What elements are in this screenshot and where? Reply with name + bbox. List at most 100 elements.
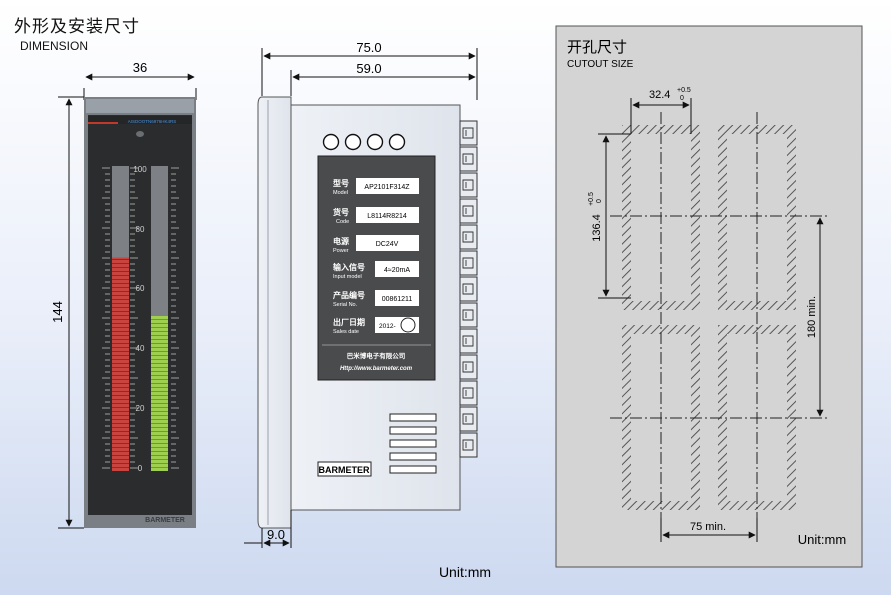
heading-en: DIMENSION [20, 39, 89, 53]
vent-3 [389, 439, 437, 448]
terminal-screw [462, 179, 474, 191]
terminal-blocks [459, 120, 478, 458]
svg-text:型号: 型号 [333, 178, 349, 188]
terminal-screw [462, 283, 474, 295]
terminal-block [459, 302, 478, 328]
side-brand: BARMETER [319, 465, 370, 475]
front-brand: BARMETER [145, 517, 185, 524]
cutout-title-en: CUTOUT SIZE [567, 59, 634, 70]
input-value: 4≈20mA [384, 267, 410, 274]
terminal-block [459, 328, 478, 354]
terminal-block [459, 172, 478, 198]
meter-panel [88, 115, 192, 515]
terminal-screw [462, 127, 474, 139]
model-value: AP2101F314Z [364, 184, 410, 191]
front-height-label: 144 [50, 301, 65, 323]
cutout-panel: 开孔尺寸 CUTOUT SIZE 32.4 [555, 25, 863, 568]
svg-text:Sales date: Sales date [333, 329, 359, 335]
nameplate-row-date: 出厂日期 Sales date 2012- [333, 317, 419, 335]
cutout-height-tol-plus: +0.5 [588, 192, 595, 206]
cutout-width-tol-minus: 0 [680, 95, 684, 102]
nameplate-row-code: 货号 Code L8114R8214 [332, 207, 419, 225]
svg-text:Serial No.: Serial No. [333, 302, 358, 308]
front-width-label: 36 [133, 60, 147, 75]
side-brand-box [317, 461, 372, 477]
scale-label-0: 0 [138, 464, 143, 473]
scale-label-80: 80 [136, 225, 145, 234]
side-bezel [257, 96, 292, 529]
serial-value: 00861211 [382, 296, 413, 303]
svg-text:Input model: Input model [333, 274, 362, 280]
nameplate-row-serial: 产品编号 Serial No. 00861211 [333, 290, 419, 308]
terminal-block [459, 406, 478, 432]
terminal-screw [462, 387, 474, 399]
hole-2 [344, 133, 362, 151]
nameplate-row-input: 输入信号 Input model 4≈20mA [333, 261, 419, 280]
svg-text:输入信号: 输入信号 [333, 262, 365, 272]
green-bar-fill [151, 315, 168, 471]
cutout-width-tol-plus: +0.5 [677, 87, 691, 94]
vent-1 [389, 413, 437, 422]
terminal-block [459, 250, 478, 276]
bezel-depth-label: 9.0 [267, 527, 285, 542]
terminal-block [459, 146, 478, 172]
power-value: DC24V [376, 241, 399, 248]
cutout-title-cn: 开孔尺寸 [567, 39, 627, 56]
cutout-hspacing-label: 75 min. [690, 521, 726, 533]
nameplate-row-power: 电源 Power DC24V [333, 235, 419, 254]
red-bar-fill [112, 257, 129, 471]
svg-text:Model: Model [333, 190, 348, 196]
terminal-screw [462, 231, 474, 243]
terminal-block [459, 276, 478, 302]
hole-4 [388, 133, 406, 151]
vent-2 [389, 426, 437, 435]
scale-ticks [102, 167, 179, 469]
terminal-screw [462, 413, 474, 425]
cutout-unit: Unit:mm [798, 532, 846, 547]
center-lines [610, 112, 830, 525]
terminal-screw [462, 205, 474, 217]
date-value: 2012- [379, 323, 396, 330]
terminal-screw [462, 309, 474, 321]
terminal-screw [462, 153, 474, 165]
qc-stamp [400, 317, 416, 333]
side-body-label: 59.0 [356, 61, 381, 76]
front-view: 36 144 AISDOOTN6976HK4RS [50, 60, 197, 529]
side-view: 75.0 59.0 型号 Model AP2101F314Z 货号 Code [244, 40, 478, 548]
company-website: Http://www.barmeter.com [340, 366, 413, 372]
svg-text:电源: 电源 [333, 236, 349, 246]
terminal-block [459, 198, 478, 224]
cutout-height-tol-minus: 0 [596, 199, 603, 203]
unit-main: Unit:mm [439, 564, 491, 580]
cutout-vspacing-label: 180 min. [806, 296, 818, 338]
scale-label-20: 20 [136, 404, 145, 413]
scale-label-40: 40 [136, 344, 145, 353]
terminal-screw [462, 361, 474, 373]
cutout-width-label: 32.4 [649, 89, 670, 101]
code-value: L8114R8214 [367, 213, 407, 220]
cutout-height-label: 136.4 [591, 214, 603, 242]
hole-1 [322, 133, 340, 151]
company-name: 巴米博电子有限公司 [347, 351, 406, 360]
svg-text:Code: Code [336, 219, 349, 225]
scale-label-60: 60 [136, 284, 145, 293]
svg-text:产品编号: 产品编号 [333, 290, 365, 300]
terminal-screw [462, 439, 474, 451]
terminal-block [459, 354, 478, 380]
svg-text:Power: Power [333, 248, 349, 254]
heading-cn: 外形及安装尺寸 [14, 17, 140, 36]
terminal-block [459, 224, 478, 250]
hole-3 [366, 133, 384, 151]
vent-5 [389, 465, 437, 474]
svg-text:货号: 货号 [332, 207, 349, 217]
terminal-block [459, 120, 478, 146]
nameplate-row-model: 型号 Model AP2101F314Z [333, 178, 419, 196]
meter-top-text: AISDOOTN6976HK4RS [128, 119, 177, 124]
terminal-block [459, 380, 478, 406]
indicator-led [136, 131, 144, 137]
side-total-label: 75.0 [356, 40, 381, 55]
terminal-block [459, 432, 478, 458]
terminal-screw [462, 335, 474, 347]
terminal-screw [462, 257, 474, 269]
